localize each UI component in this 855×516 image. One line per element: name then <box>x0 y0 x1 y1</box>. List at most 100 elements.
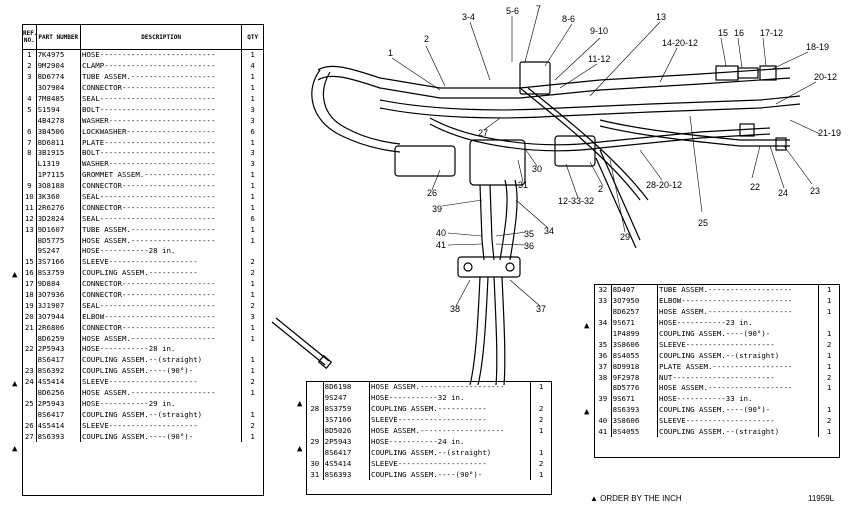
qty-cell <box>241 398 263 410</box>
part-number-cell: 2P5943 <box>35 398 81 410</box>
part-number-cell: 8D6257 <box>610 306 658 318</box>
figure-id: 11959L <box>808 494 835 503</box>
description-cell: HOSE ASSEM.------------------- <box>656 306 819 318</box>
ref-cell: 20 <box>24 311 34 321</box>
ref-cell: 22 <box>24 344 34 354</box>
qty-cell: 4 <box>241 60 263 72</box>
qty-cell: 2 <box>818 415 839 427</box>
callout-label: 8-6 <box>562 14 575 24</box>
part-number-cell: 3O7950 <box>610 295 658 307</box>
qty-cell: 1 <box>241 365 263 377</box>
description-cell: COUPLING ASSEM.----------- <box>368 403 531 415</box>
part-number-cell: 8D6774 <box>35 71 81 83</box>
order-triangle-icon: ▲ <box>584 321 590 331</box>
description-cell: SLEEVE-------------------- <box>79 256 242 268</box>
description-cell: ELBOW------------------------- <box>656 295 819 307</box>
table-row: 1P4899 COUPLING ASSEM.----(90°)-1 <box>595 328 839 340</box>
callout-label: 13 <box>656 12 666 22</box>
order-triangle-icon: ▲ <box>12 270 18 280</box>
callout-label: 35 <box>524 229 534 239</box>
description-cell: HOSE-----------24 in. <box>368 436 531 448</box>
qty-cell: 1 <box>530 382 551 393</box>
description-cell: PLATE ASSEM.------------------ <box>656 361 819 373</box>
qty-cell: 1 <box>818 328 839 340</box>
callout-label: 11-12 <box>588 54 610 64</box>
qty-cell: 1 <box>530 447 551 459</box>
table-row: 9S247 HOSE-----------32 in. <box>307 392 551 404</box>
qty-cell: 1 <box>818 383 839 394</box>
ref-cell: 2 <box>27 61 32 71</box>
part-number-cell: 2R6806 <box>35 322 81 334</box>
description-cell: COUPLING ASSEM.----(90°)- <box>368 469 531 481</box>
callout-label: 9-10 <box>590 26 608 36</box>
part-number-cell: 3B4506 <box>35 126 81 138</box>
part-number-cell: 8D9918 <box>610 361 658 373</box>
callout-label: 31 <box>518 180 528 190</box>
part-number-cell: 9S671 <box>610 393 658 405</box>
part-number-cell: 1P7115 <box>35 169 81 181</box>
callout-label: 18-19 <box>806 42 829 52</box>
description-cell: ELBOW------------------------- <box>79 311 242 323</box>
callout-label: 21-19 <box>818 128 841 138</box>
callout-label: 15 <box>718 28 728 38</box>
qty-cell: 2 <box>818 339 839 351</box>
description-cell: HOSE ASSEM.------------------- <box>368 425 531 437</box>
description-cell: HOSE-----------23 in. <box>656 317 819 329</box>
qty-cell: 1 <box>241 333 263 345</box>
part-number-cell: 3O7904 <box>35 82 81 94</box>
ref-cell: 7 <box>27 137 32 147</box>
qty-cell <box>530 392 551 404</box>
part-number-cell: 2P5943 <box>35 344 81 355</box>
qty-cell <box>530 436 551 448</box>
callout-label: 12-33-32 <box>558 196 594 206</box>
description-cell: HOSE-----------32 in. <box>368 392 531 404</box>
part-number-cell: 8S6393 <box>610 404 658 416</box>
part-number-cell: 4S5414 <box>322 458 370 470</box>
part-number-cell: 3J1907 <box>35 300 81 312</box>
header-description: DESCRIPTION <box>79 25 242 50</box>
ref-cell: 3 <box>27 72 32 82</box>
callout-label: 7 <box>536 4 541 14</box>
description-cell: WASHER------------------------ <box>79 115 242 127</box>
qty-cell: 1 <box>241 409 263 421</box>
order-triangle-icon: ▲ <box>12 379 18 389</box>
part-number-cell: 8D6259 <box>35 333 81 345</box>
description-cell: HOSE ASSEM.------------------- <box>368 382 531 393</box>
qty-cell: 2 <box>530 458 551 470</box>
ref-cell: 26 <box>24 420 34 430</box>
ref-cell: 38 <box>598 372 608 382</box>
qty-cell: 1 <box>241 49 263 61</box>
qty-cell <box>241 344 263 355</box>
part-number-cell: 3D2824 <box>35 213 81 225</box>
part-number-cell: 8D407 <box>610 285 658 296</box>
ref-cell: 5 <box>27 104 32 114</box>
description-cell: SEAL-------------------------- <box>79 213 242 225</box>
part-number-cell: 8S6417 <box>322 447 370 459</box>
ref-cell: 17 <box>24 279 34 289</box>
qty-cell: 1 <box>818 306 839 318</box>
callout-label: 27 <box>478 128 488 138</box>
description-cell: CONNECTOR--------------------- <box>79 82 242 94</box>
description-cell: HOSE ASSEM.------------------- <box>656 383 819 394</box>
qty-cell <box>818 393 839 405</box>
order-triangle-icon: ▲ <box>297 399 303 409</box>
qty-cell: 1 <box>241 387 263 399</box>
part-number-cell: 3O8188 <box>35 180 81 192</box>
